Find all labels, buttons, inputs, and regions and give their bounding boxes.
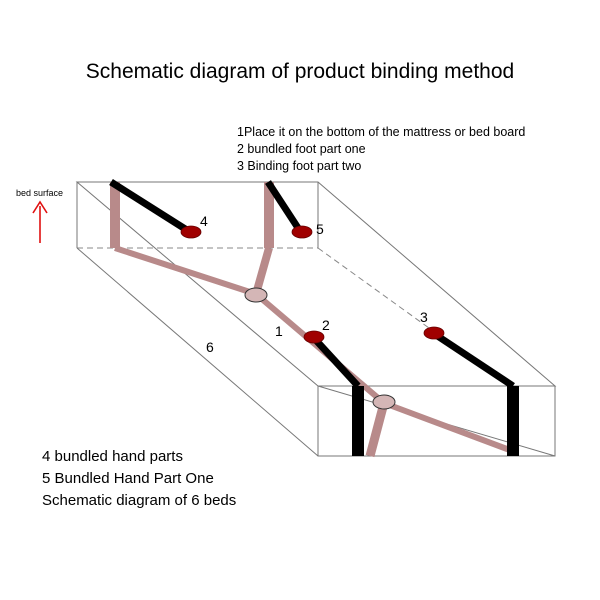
junction-ring-upper bbox=[244, 287, 268, 303]
note-3: 3 Binding foot part two bbox=[237, 159, 362, 173]
marker-4: 4 bbox=[200, 213, 208, 229]
red-anchor-dots bbox=[180, 225, 445, 344]
bed-hidden-edges bbox=[77, 247, 516, 391]
marker-3: 3 bbox=[420, 309, 428, 325]
note-1: 1Place it on the bottom of the mattress … bbox=[237, 125, 526, 139]
marker-1: 1 bbox=[275, 323, 283, 339]
marker-5: 5 bbox=[316, 221, 324, 237]
notes-top: 1Place it on the bottom of the mattress … bbox=[237, 124, 525, 175]
note-6: Schematic diagram of 6 beds bbox=[42, 492, 237, 509]
note-5: 5 Bundled Hand Part One bbox=[42, 470, 214, 487]
black-straps bbox=[109, 179, 519, 456]
bed-surface-label: bed surface bbox=[16, 188, 63, 198]
note-2: 2 bundled foot part one bbox=[237, 142, 366, 156]
note-4: 4 bundled hand parts bbox=[42, 448, 183, 465]
notes-bottom: 4 bundled hand parts 5 Bundled Hand Part… bbox=[42, 446, 236, 512]
junction-ring-lower bbox=[372, 394, 396, 410]
marker-2: 2 bbox=[322, 317, 330, 333]
bed-surface-arrow-icon bbox=[32, 200, 48, 243]
marker-6: 6 bbox=[206, 339, 214, 355]
diagram-title: Schematic diagram of product binding met… bbox=[85, 60, 515, 83]
